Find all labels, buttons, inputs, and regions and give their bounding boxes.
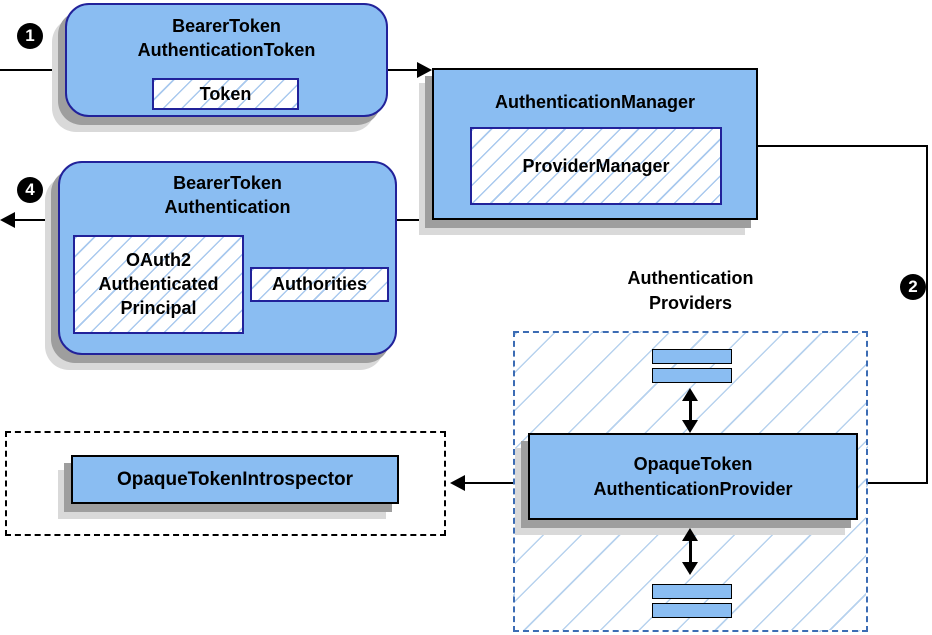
opaque-token-authentication-provider-title-line1: OpaqueToken xyxy=(633,454,753,474)
incoming-request-line xyxy=(0,69,66,71)
double-arrow-bottom xyxy=(682,528,698,575)
authentication-providers-label-line2: Providers xyxy=(648,293,733,313)
line-manager-to-provider-vertical xyxy=(926,145,928,484)
arrow-provider-to-introspector-head xyxy=(450,475,465,491)
oauth2-authenticated-principal-line1: OAuth2 xyxy=(126,250,191,270)
oauth2-authenticated-principal-line2: Authenticated xyxy=(98,274,219,294)
bearer-token-authentication-token-title-line2: AuthenticationToken xyxy=(137,40,316,60)
opaque-token-authentication-provider-title-line2: AuthenticationProvider xyxy=(593,479,793,499)
arrow-provider-to-introspector-line xyxy=(464,482,530,484)
arrow-authentication-out-head xyxy=(0,212,15,228)
provider-placeholder-rect xyxy=(652,603,732,618)
provider-manager-box: ProviderManager xyxy=(470,127,722,205)
authentication-providers-label-line1: Authentication xyxy=(627,268,754,288)
arrow-authentication-out-line xyxy=(13,219,59,221)
provider-placeholder-rect xyxy=(652,584,732,599)
double-arrow-top xyxy=(682,388,698,433)
double-arrow-bottom-up-head xyxy=(682,528,698,541)
authentication-manager-box: AuthenticationManager ProviderManager xyxy=(432,68,758,220)
oauth2-authenticated-principal-box: OAuth2 Authenticated Principal xyxy=(73,235,244,334)
double-arrow-bottom-shaft xyxy=(688,535,692,568)
arrow-token-to-manager-head xyxy=(417,62,432,78)
oauth2-authenticated-principal-line3: Principal xyxy=(120,298,197,318)
double-arrow-top-up-head xyxy=(682,388,698,401)
double-arrow-bottom-down-head xyxy=(682,562,698,575)
opaque-token-authentication-provider-box: OpaqueToken AuthenticationProvider xyxy=(528,433,858,520)
bearer-token-authentication-token-title-line1: BearerToken xyxy=(172,16,281,36)
step-badge-1: 1 xyxy=(17,23,43,49)
bearer-token-authentication-token-box: BearerToken AuthenticationToken Token xyxy=(65,3,388,117)
authentication-providers-label: Authentication Providers xyxy=(513,266,868,316)
double-arrow-top-shaft xyxy=(688,395,692,426)
step-badge-4: 4 xyxy=(17,177,43,203)
double-arrow-top-down-head xyxy=(682,420,698,433)
authentication-manager-title: AuthenticationManager xyxy=(494,92,695,112)
opaque-token-introspector-container: OpaqueTokenIntrospector xyxy=(5,431,446,536)
bearer-token-authentication-title-line2: Authentication xyxy=(164,197,291,217)
line-manager-to-provider-horizontal xyxy=(758,145,928,147)
provider-placeholder-rect xyxy=(652,368,732,383)
step-badge-2: 2 xyxy=(900,274,926,300)
opaque-token-introspector-box: OpaqueTokenIntrospector xyxy=(71,455,399,504)
bearer-token-authentication-title-line1: BearerToken xyxy=(173,173,282,193)
authorities-box: Authorities xyxy=(250,267,389,302)
provider-placeholder-rect xyxy=(652,349,732,364)
bearer-token-authentication-box: BearerToken Authentication OAuth2 Authen… xyxy=(58,161,397,355)
token-box: Token xyxy=(152,78,299,110)
arrow-token-to-manager-line xyxy=(388,69,419,71)
line-manager-to-authentication xyxy=(395,219,433,221)
arrow-into-provider-line xyxy=(864,482,928,484)
